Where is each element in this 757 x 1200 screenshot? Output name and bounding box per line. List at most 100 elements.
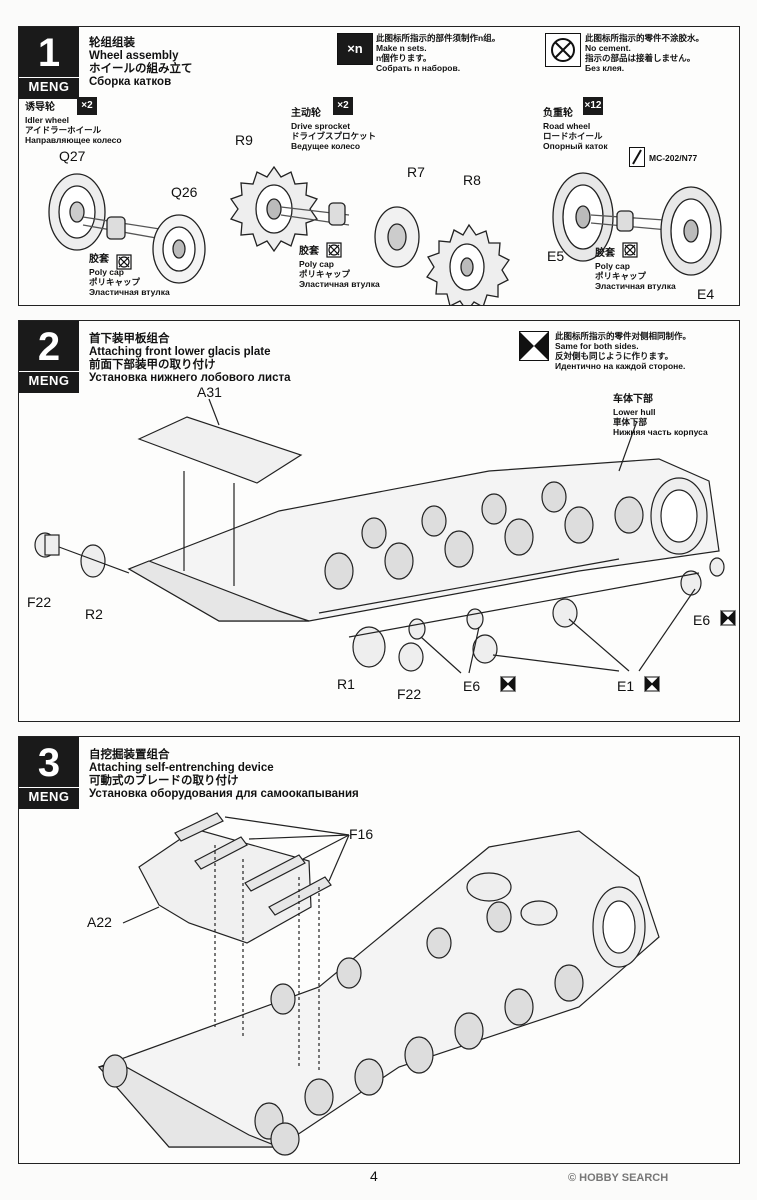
step3-title-cn: 自挖掘装置组合 [89,749,170,761]
step3-drawing [97,812,660,1156]
step1-title-jp: ホイールの組み立て [89,63,193,75]
both-sides-ru: Идентично на каждой стороне. [555,361,686,371]
polycap-sprocket-en: Poly cap [299,259,334,269]
part-label-a31: A31 [197,384,222,400]
part-label-f22-left: F22 [27,594,52,610]
part-label-r9: R9 [235,132,253,148]
part-label-q26: Q26 [171,184,198,200]
suspension-mounts [324,481,644,590]
part-label-r1: R1 [337,676,355,692]
polycap-no-cement-icons [116,242,638,270]
sprocket-ru: Ведущее колесо [291,141,361,151]
no-cement-icon [545,33,581,67]
step2-panel: 2 MENG 首下装甲板组合 Attaching front lower gla… [18,320,740,722]
part-label-e6-bottom: E6 [463,678,481,694]
polycap-idler-jp: ポリキャップ [89,277,141,287]
step1-badge: 1 MENG [19,27,79,99]
step3-badge: 3 MENG [19,737,79,809]
step2-title-cn: 首下装甲板组合 [89,333,170,345]
part-label-q27: Q27 [59,148,86,164]
idler-ru: Направляющее колесо [25,135,122,145]
both-sides-cn: 此图标所指示的零件对侧相同制作。 [555,331,692,341]
road-ru: Опорный каток [543,141,608,151]
step2-title-ru: Установка нижнего лобового листа [89,372,291,384]
step1-panel: 1 MENG 轮组组装 Wheel assembly ホイールの組み立て Сбо… [18,26,740,306]
polycap-idler-en: Poly cap [89,267,124,277]
step1-title-en: Wheel assembly [89,50,179,62]
step1-brand: MENG [19,77,79,96]
both-sides-mini-icons [500,609,736,693]
road-jp: ロードホイール [543,131,603,141]
step2-title-en: Attaching front lower glacis plate [89,346,271,358]
step2-number: 2 [37,325,61,369]
glacis-plate-a31 [137,416,303,484]
step1-drawing [48,165,722,305]
polycap-sprocket-jp: ポリキャップ [299,269,351,279]
idler-jp: アイドラーホイール [25,125,102,135]
both-sides-jp: 反対側も同じように作ります。 [555,351,674,361]
road-wheel-e5-e4 [552,172,722,276]
part-label-r8: R8 [463,172,481,188]
part-label-e1: E1 [617,678,635,694]
part-label-f22-bottom: F22 [397,686,422,702]
paint-code: MC-202/N77 [649,153,698,163]
n-sets-ru: Собрать n наборов. [376,63,461,73]
step3-title-jp: 可動式のブレードの取り付け [89,775,239,787]
polycap-sprocket-ru: Эластичная втулка [299,279,380,289]
polycap-road-cn: 胶套 [595,248,615,259]
no-cement-cn: 此图标所指示的零件不涂胶水。 [585,33,705,43]
n-sets-icon: ×n [337,33,373,65]
road-qty: ×12 [583,97,603,115]
lower-hull-jp: 車体下部 [613,417,648,427]
paint-brush-icon [629,147,645,167]
sprocket-en: Drive sprocket [291,121,351,131]
polycap-road-en: Poly cap [595,261,630,271]
step3-panel: 3 MENG 自挖掘装置组合 Attaching self-entrenchin… [18,736,740,1164]
idler-en: Idler wheel [25,115,69,125]
drive-sprocket-r9 [229,165,510,305]
polycap-idler-cn: 胶套 [89,254,109,265]
sprocket-cn: 主动轮 [291,108,321,119]
step2-brand: MENG [19,371,79,390]
idler-qty: ×2 [77,97,97,115]
step3-title-en: Attaching self-entrenching device [89,762,274,774]
r1-f22-parts [318,557,725,672]
step3-number: 3 [37,741,61,785]
step1-number: 1 [37,31,61,75]
road-en: Road wheel [543,121,591,131]
polycap-road-jp: ポリキャップ [595,271,647,281]
no-cement-ru: Без клея. [585,63,625,73]
polycap-road-ru: Эластичная втулка [595,281,676,291]
part-label-e5: E5 [547,248,565,264]
lower-hull-en: Lower hull [613,407,656,417]
idler-cn: 诱导轮 [25,102,55,113]
part-label-e6-right: E6 [693,612,711,628]
step3-title-ru: Установка оборудования для самоокапывани… [89,788,359,800]
watermark: © HOBBY SEARCH [568,1172,669,1184]
polycap-sprocket-cn: 胶套 [299,246,319,257]
both-sides-en: Same for both sides. [555,341,639,351]
part-label-r7: R7 [407,164,425,180]
n-sets-cn: 此图标所指示的部件须制作n组。 [376,33,501,43]
step1-title-cn: 轮组组装 [89,37,135,49]
no-cement-en: No cement. [585,43,631,53]
idler-wheel-q27 [48,173,206,284]
f16-arms [174,812,332,916]
n-sets-jp: n個作ります。 [376,53,432,63]
n-sets-en: Make n sets. [376,43,427,53]
part-label-r2: R2 [85,606,103,622]
part-label-a22: A22 [87,914,112,930]
no-cement-jp: 指示の部品は接着しません。 [585,53,696,63]
page-number: 4 [370,1168,378,1184]
step1-title-ru: Сборка катков [89,76,172,88]
step3-brand: MENG [19,787,79,806]
step2-drawing [34,398,736,693]
polycap-idler-ru: Эластичная втулка [89,287,170,297]
dozer-blade-a22 [138,828,312,944]
step2-title-jp: 前面下部装甲の取り付け [89,359,216,371]
f22-r2-parts-left [34,532,130,578]
lower-hull-cn: 车体下部 [613,394,653,405]
both-sides-icon [519,331,549,361]
suspension-mounts-step3 [254,901,584,1140]
no-cement-symbol [551,38,575,62]
